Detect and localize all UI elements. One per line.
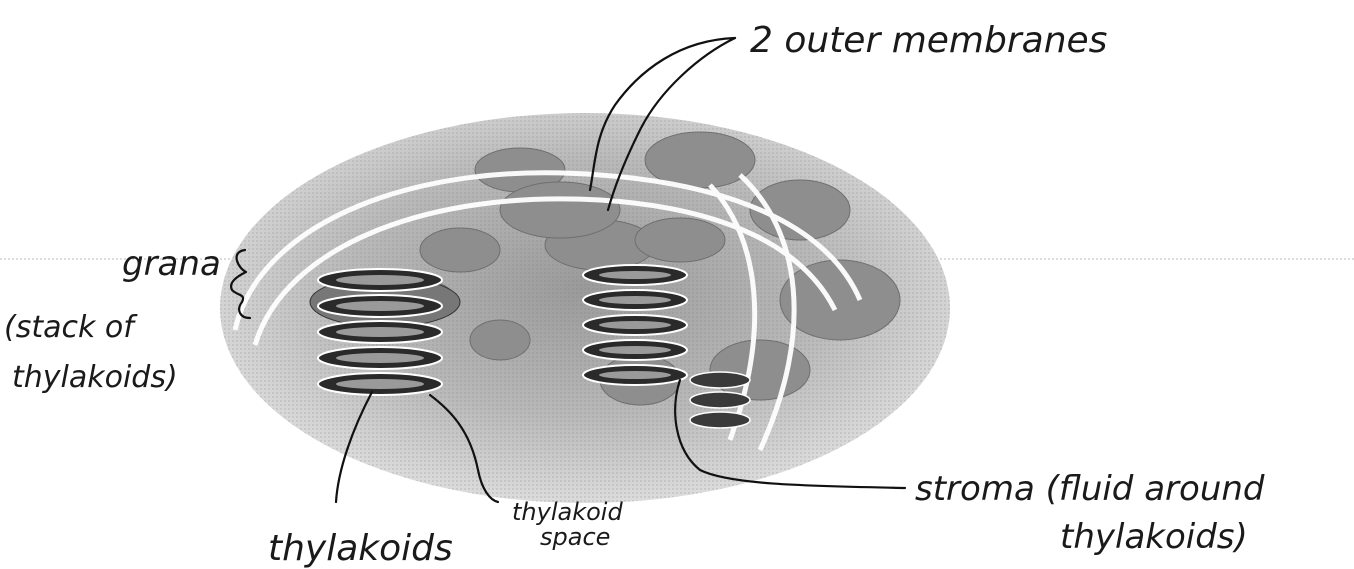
label-stroma-2: thylakoids) <box>1060 517 1248 557</box>
label-grana-note-2: thylakoids) <box>12 360 178 395</box>
label-stroma-1: stroma (fluid around <box>915 469 1265 509</box>
label-grana-note-1: (stack of <box>4 310 138 345</box>
label-thylakoid-space-1: thylakoid <box>512 498 623 526</box>
label-grana: grana <box>122 244 221 284</box>
label-thylakoids: thylakoids <box>268 528 453 569</box>
granum-far-right <box>690 372 750 428</box>
label-outer-membranes: 2 outer membranes <box>750 20 1107 61</box>
label-thylakoid-space-2: space <box>540 523 610 551</box>
granum-right <box>583 265 687 385</box>
